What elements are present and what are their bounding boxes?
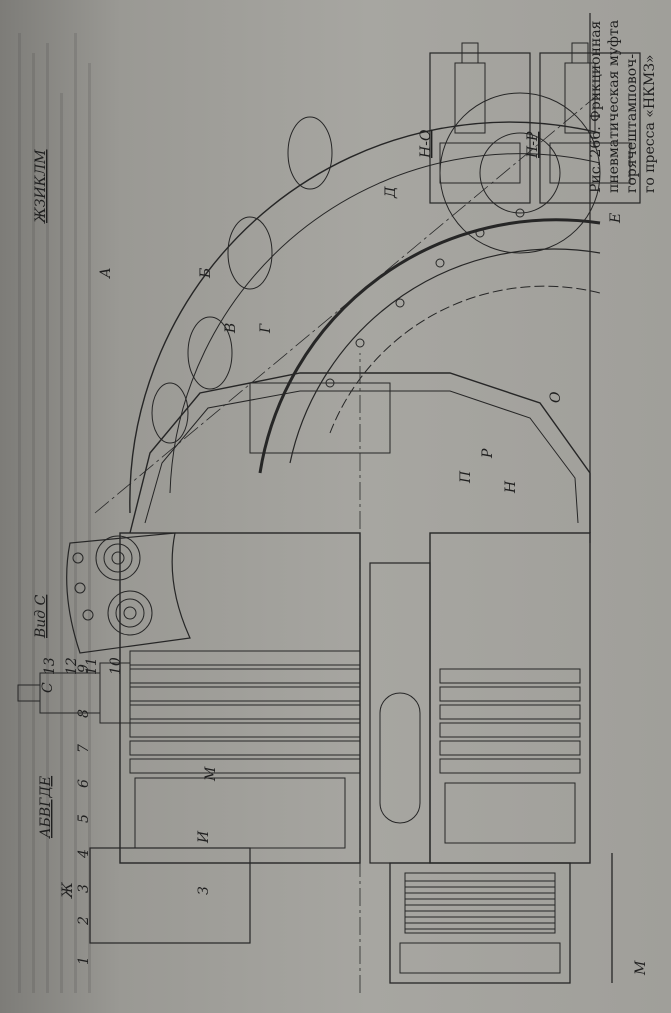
caption-line-2: пневматическая муфта — [606, 20, 622, 193]
label-z: З — [196, 886, 212, 895]
part-number-8: 8 — [76, 709, 92, 718]
part-number-13: 13 — [42, 657, 58, 675]
label-zh: Ж — [60, 881, 76, 899]
part-number-6: 6 — [76, 779, 92, 788]
label-p-r: П-Р — [525, 131, 541, 159]
caption-line-4: го пресса «НКМЗ» — [642, 54, 658, 193]
caption-line-3: горячештамповоч- — [624, 54, 640, 193]
label-g: Г — [258, 323, 274, 334]
label-d: Д — [383, 186, 399, 199]
caption-line-1: Рис. 266. Фрикционная — [588, 20, 604, 193]
background-text-lines — [18, 33, 91, 993]
label-n: Н — [503, 480, 519, 494]
part-number-1: 1 — [76, 956, 92, 965]
label-o: О — [548, 391, 564, 403]
label-m-small: М — [203, 766, 219, 782]
label-n-o: Н-О — [418, 129, 434, 159]
label-e: Е — [608, 213, 624, 224]
part-number-11: 11 — [84, 657, 100, 675]
section-labels: АБВГДЕ ЖЗИКЛМ Вид С Н-О П-Р — [33, 129, 541, 839]
part-number-5: 5 — [76, 814, 92, 823]
label-abvgde: АБВГДЕ — [38, 776, 54, 839]
figure-caption: Рис. 266. Фрикционная пневматическая муф… — [588, 20, 658, 193]
clutch-section-drawing — [17, 353, 613, 993]
part-number-3: 3 — [76, 884, 92, 893]
label-r: Р — [480, 448, 496, 459]
clutch-end-view — [94, 13, 601, 543]
letter-labels: Ж З И М М С А Б В Г П Р О Н Д Е — [40, 186, 649, 976]
part-number-2: 2 — [76, 916, 92, 926]
part-number-12: 12 — [64, 657, 80, 675]
detail-sections — [429, 42, 641, 204]
label-a: А — [98, 267, 114, 279]
part-number-10: 10 — [108, 657, 124, 675]
label-p: П — [458, 470, 474, 484]
label-b: Б — [198, 268, 214, 279]
part-number-4: 4 — [76, 849, 92, 859]
part-number-7: 7 — [76, 744, 92, 753]
part-number-callouts: 1 2 3 4 5 6 7 8 9 10 11 12 13 — [42, 657, 124, 965]
label-i: И — [196, 830, 212, 844]
label-c: С — [40, 682, 56, 693]
label-m: М — [633, 960, 649, 976]
label-zhziklm: ЖЗИКЛМ — [33, 149, 49, 224]
view-c-detail — [66, 532, 191, 654]
label-view-c: Вид С — [33, 594, 49, 639]
label-v: В — [223, 323, 239, 334]
part-number-9: 9 — [76, 664, 92, 673]
